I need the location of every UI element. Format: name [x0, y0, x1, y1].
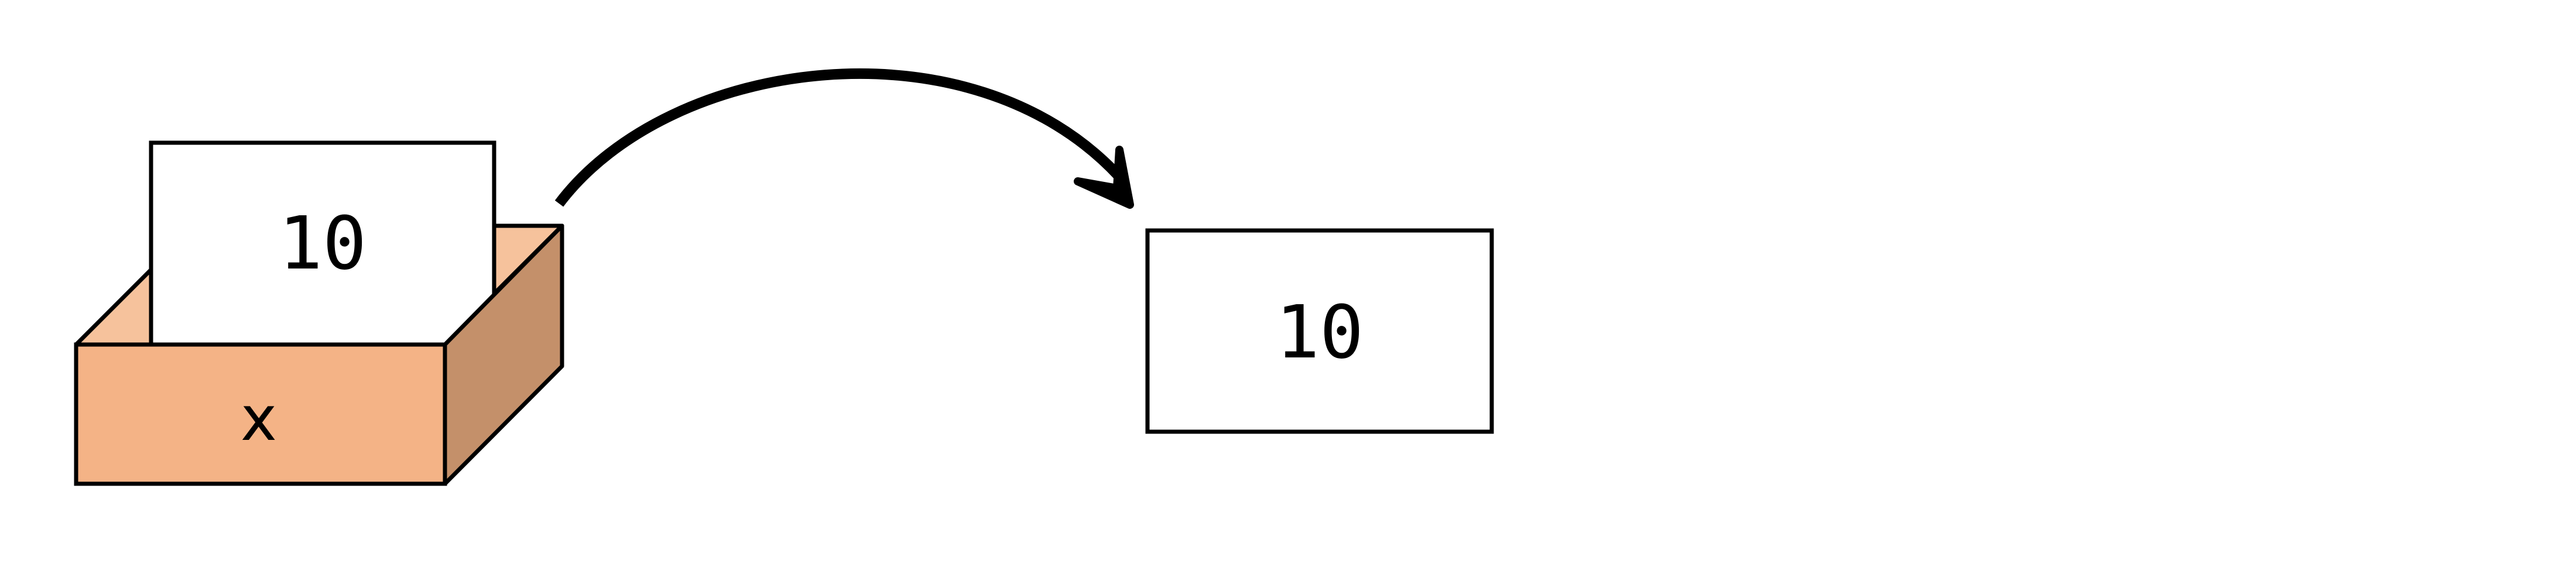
variable-box: 10 x [74, 140, 564, 486]
stored-value-text: 10 [279, 201, 367, 286]
copied-value-text: 10 [1276, 290, 1364, 375]
copy-arrow-head [1074, 146, 1134, 209]
copied-value-card [1145, 228, 1494, 434]
box-top-rim [492, 223, 564, 296]
stored-value-card [149, 140, 496, 347]
copied-value: 10 [1145, 228, 1494, 434]
box-front-face [74, 342, 447, 486]
copy-arrow-curve [554, 68, 1122, 207]
variable-name-label: x [241, 383, 277, 455]
copy-arrow [554, 68, 1134, 209]
